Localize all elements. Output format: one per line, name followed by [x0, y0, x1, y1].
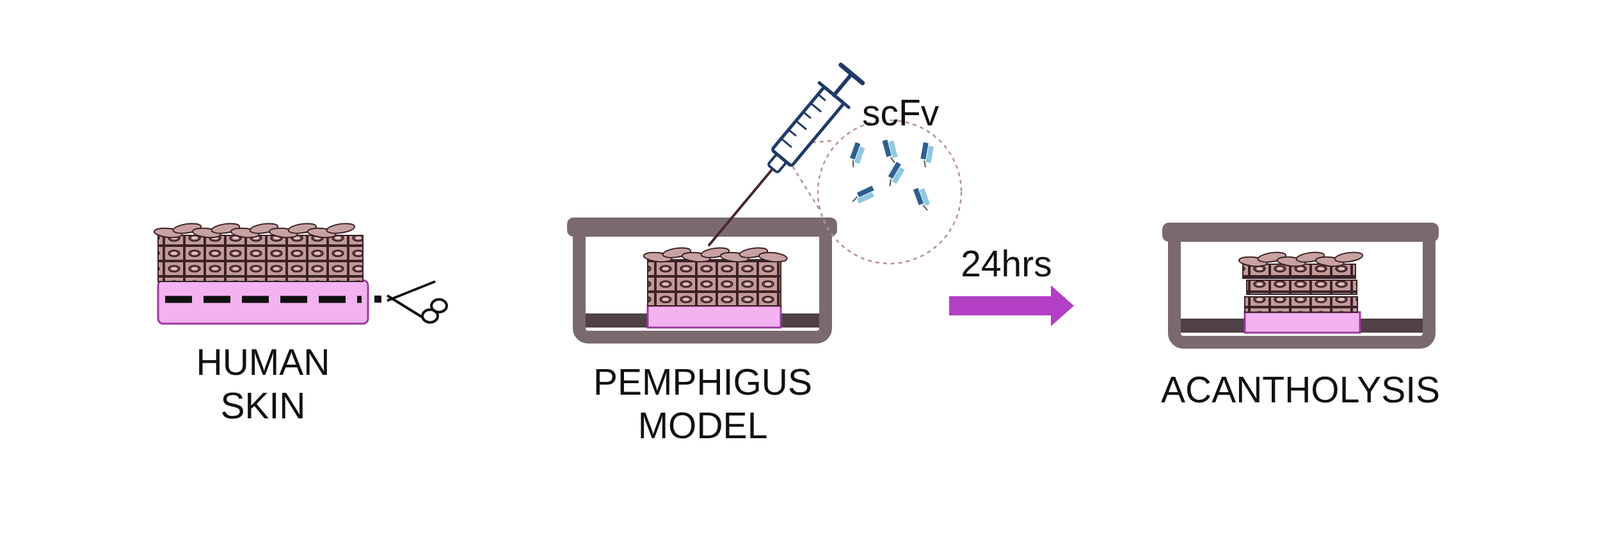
- antibody-icon: [913, 186, 932, 214]
- syringe: [694, 61, 867, 258]
- figure-node: ACANTHOLYSIS: [1162, 222, 1439, 348]
- antibody-icon: [882, 138, 900, 165]
- culture-dish: [567, 217, 838, 338]
- reagent-label: scFv: [862, 92, 939, 134]
- scfv-bubble: [788, 120, 962, 264]
- figure-node: PEMPHIGUS MODEL: [568, 217, 838, 343]
- figure-caption: HUMAN SKIN: [196, 340, 331, 429]
- skin-sample: [153, 222, 382, 324]
- figure-node: HUMAN SKIN: [156, 220, 370, 327]
- scissors-icon: [387, 281, 447, 323]
- figure-caption: ACANTHOLYSIS: [1160, 368, 1440, 412]
- figure-caption: PEMPHIGUS MODEL: [593, 360, 813, 448]
- time-label: 24hrs: [960, 243, 1053, 285]
- culture-dish: [1162, 222, 1439, 343]
- process-arrow: [949, 285, 1074, 327]
- antibody-icon: [847, 142, 866, 169]
- antibody-icon: [919, 142, 934, 168]
- antibody-icon: [884, 161, 907, 189]
- antibody-icon: [849, 185, 877, 206]
